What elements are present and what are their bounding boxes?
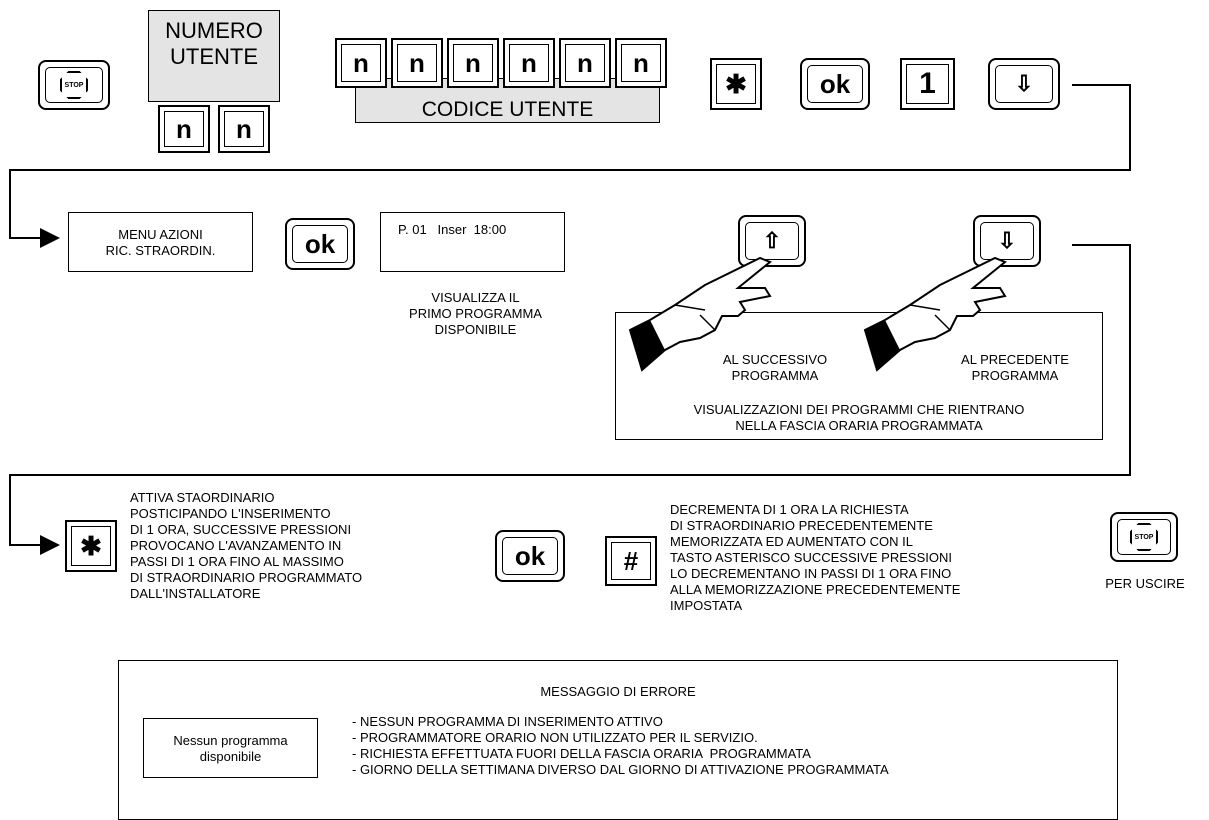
exit-label: PER USCIRE xyxy=(1105,576,1185,591)
down-key[interactable]: ⇩ xyxy=(973,215,1041,267)
numero-digit[interactable]: n xyxy=(218,105,270,153)
connector-row1-row2 xyxy=(9,84,1131,248)
error-item: - RICHIESTA EFFETTUATA FUORI DELLA FASCI… xyxy=(352,746,811,761)
codice-digit[interactable]: n xyxy=(559,38,611,88)
star-description: ATTIVA STAORDINARIO POSTICIPANDO L'INSER… xyxy=(130,490,363,601)
pointing-hand-icon xyxy=(628,256,772,372)
menu-display-text: MENU AZIONI RIC. STRAORDIN. xyxy=(105,227,216,258)
codice-digit[interactable]: n xyxy=(335,38,387,88)
ok-key[interactable]: ok xyxy=(800,58,870,110)
numero-digit[interactable]: n xyxy=(158,105,210,153)
codice-digit[interactable]: n xyxy=(615,38,667,88)
pointing-hand-icon xyxy=(863,256,1007,372)
star-key[interactable]: ✱ xyxy=(710,58,762,110)
hash-key[interactable]: # xyxy=(605,536,657,586)
ok-key[interactable]: ok xyxy=(285,218,355,270)
asterisk-icon: ✱ xyxy=(725,68,747,99)
first-program-note: VISUALIZZA IL PRIMO PROGRAMMA DISPONIBIL… xyxy=(409,290,542,337)
error-display-text: Nessun programma disponibile xyxy=(173,733,288,764)
program-display-text: P. 01 Inser 18:00 xyxy=(398,222,507,237)
prev-program-label: AL PRECEDENTE PROGRAMMA xyxy=(961,352,1069,383)
error-item: - PROGRAMMATORE ORARIO NON UTILIZZATO PE… xyxy=(352,730,758,745)
numero-utente-label: NUMERO UTENTE xyxy=(165,18,263,69)
error-item: - GIORNO DELLA SETTIMANA DIVERSO DAL GIO… xyxy=(352,762,889,777)
star-key[interactable]: ✱ xyxy=(65,520,117,572)
ok-key[interactable]: ok xyxy=(495,530,565,582)
stop-icon: STOP xyxy=(1130,523,1158,551)
arrow-down-icon: ⇩ xyxy=(997,228,1017,253)
arrow-down-icon: ⇩ xyxy=(1014,71,1034,96)
arrow-up-icon: ⇧ xyxy=(762,228,782,253)
codice-utente-label: CODICE UTENTE xyxy=(421,98,594,121)
numero-utente-box xyxy=(148,10,280,102)
hash-description: DECREMENTA DI 1 ORA LA RICHIESTA DI STRA… xyxy=(670,502,961,613)
up-key[interactable]: ⇧ xyxy=(738,215,806,267)
codice-digit[interactable]: n xyxy=(447,38,499,88)
asterisk-icon: ✱ xyxy=(80,530,102,561)
connector-row2-row3 xyxy=(9,244,1131,555)
stop-key[interactable]: STOP xyxy=(38,60,110,110)
menu-display xyxy=(68,212,253,272)
one-key[interactable]: 1 xyxy=(900,58,955,110)
program-display xyxy=(380,212,565,272)
hash-icon: # xyxy=(623,545,639,576)
next-program-label: AL SUCCESSIVO PROGRAMMA xyxy=(722,352,828,383)
codice-digit[interactable]: n xyxy=(391,38,443,88)
error-title: MESSAGGIO DI ERRORE xyxy=(540,684,696,699)
error-display xyxy=(143,718,318,778)
down-key[interactable]: ⇩ xyxy=(988,58,1060,110)
error-item: - NESSUN PROGRAMMA DI INSERIMENTO ATTIVO xyxy=(352,714,663,729)
scroll-info-text: VISUALIZZAZIONI DEI PROGRAMMI CHE RIENTR… xyxy=(693,402,1025,433)
stop-key[interactable]: STOP xyxy=(1110,512,1178,562)
codice-digit[interactable]: n xyxy=(503,38,555,88)
stop-icon: STOP xyxy=(60,71,88,99)
